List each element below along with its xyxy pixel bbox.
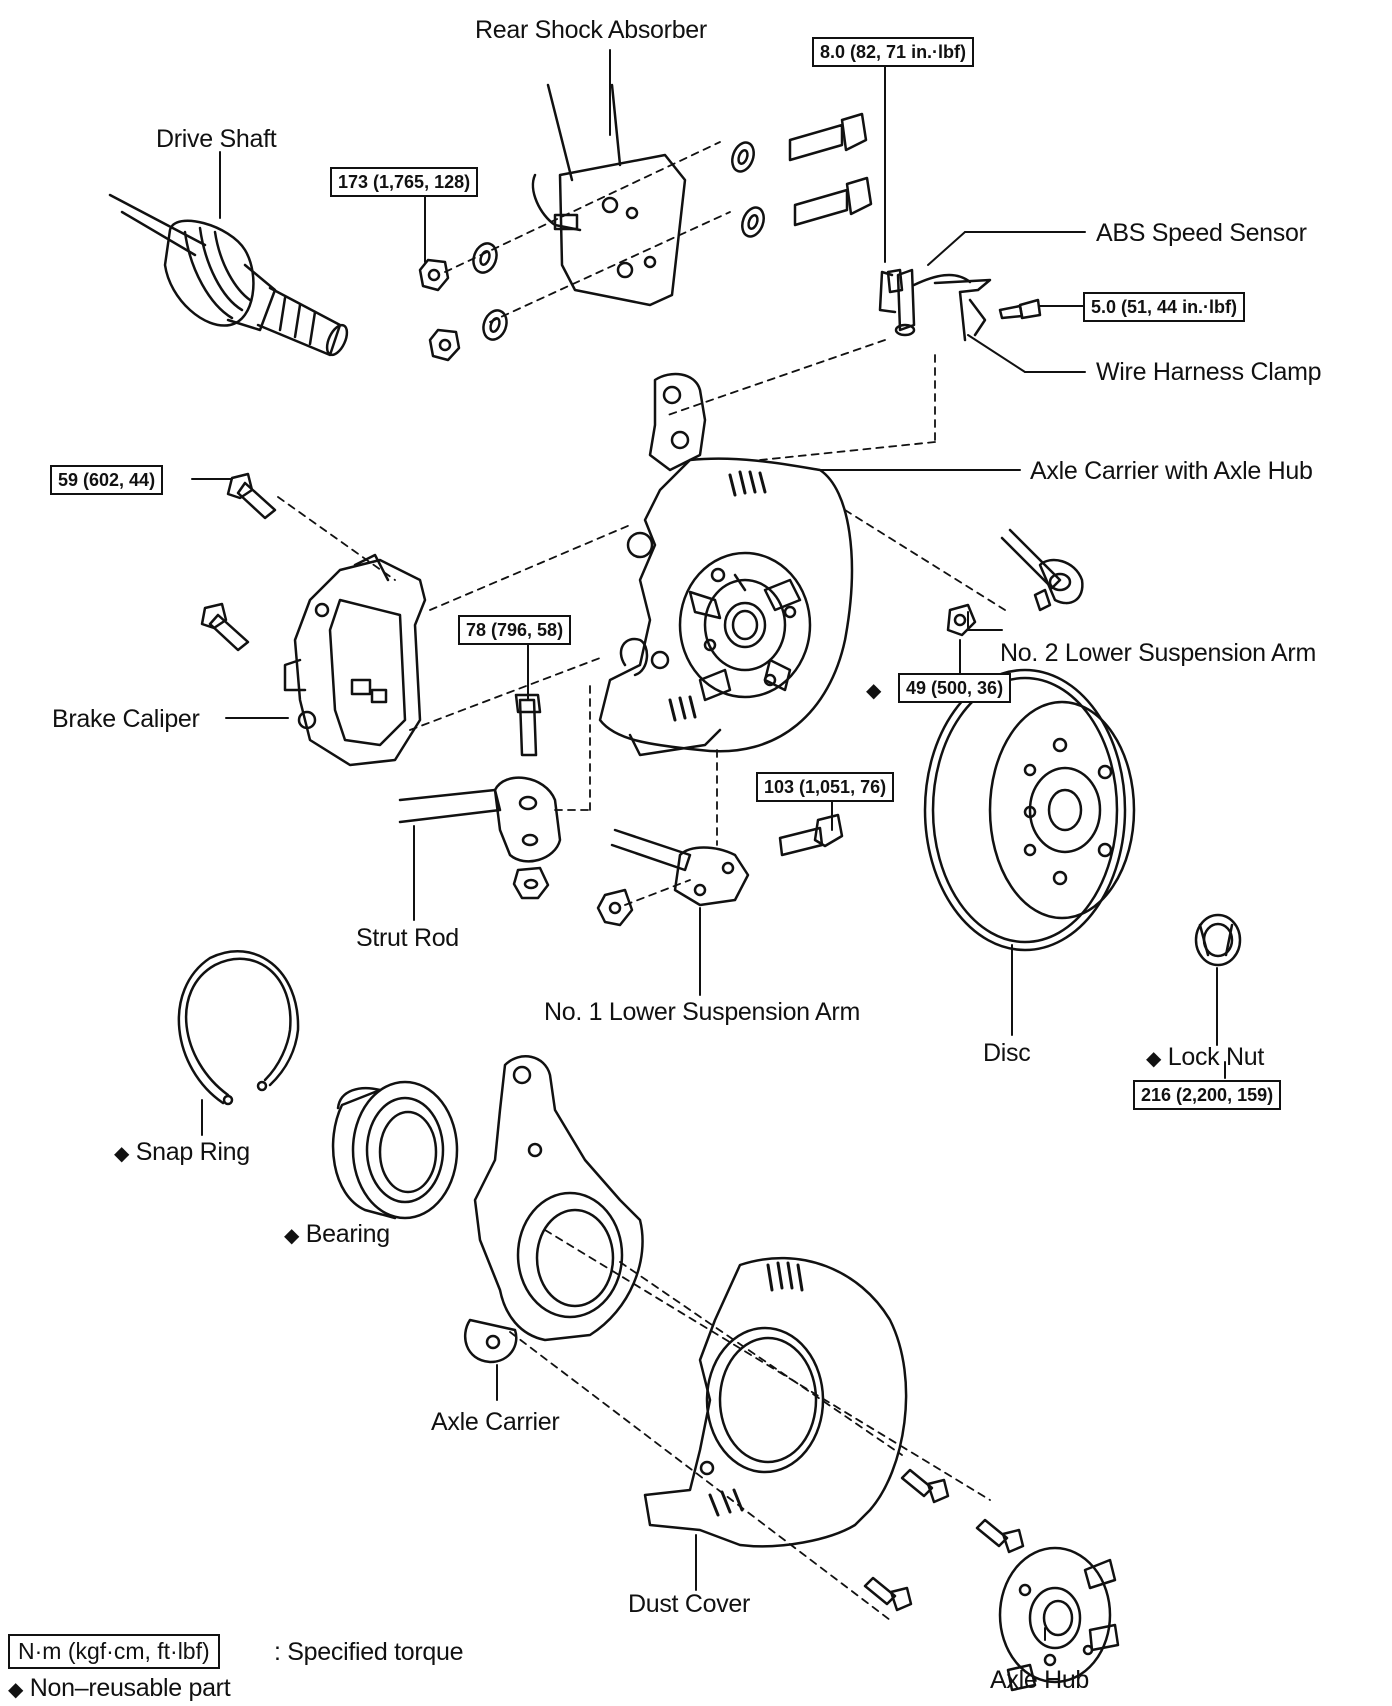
disc-illustration [923,668,1136,952]
no2-lower-suspension-arm-illustration [946,528,1084,637]
non-reusable-diamond-icon: ◆ [284,1225,300,1247]
torque-box-caliper-bolt: 59 (602, 44) [50,465,164,495]
caliper-bolts [200,472,277,652]
snap-ring-illustration [177,950,300,1106]
dust-cover-illustration [643,1256,908,1548]
non-reusable-diamond-icon: ◆ [1146,1048,1162,1070]
dust-cover-bolts [863,1468,1025,1612]
label-axle-carrier: Axle Carrier [431,1408,560,1436]
label-axle-carrier-with-axle-hub: Axle Carrier with Axle Hub [1030,457,1313,485]
lock-nut-illustration [1194,913,1242,967]
abs-sensor-illustration [878,268,1042,342]
label-no2-lower-suspension-arm: No. 2 Lower Suspension Arm [1000,639,1316,667]
label-brake-caliper: Brake Caliper [52,705,200,733]
bearing-label-group: ◆ Bearing [284,1222,390,1247]
legend-non-reusable-group: ◆ Non–reusable part [8,1674,231,1702]
label-snap-ring: Snap Ring [135,1138,250,1166]
torque-box-sensor-bolt: 8.0 (82, 71 in.·lbf) [812,37,975,67]
label-rear-shock-absorber: Rear Shock Absorber [475,16,707,44]
torque-box-no1-arm-bolt: 103 (1,051, 76) [756,772,895,802]
drive-shaft-illustration [108,193,349,357]
legend-unit-box: N·m (kgf·cm, ft·lbf) [8,1634,220,1669]
non-reusable-diamond-icon: ◆ [866,680,882,702]
label-wire-harness-clamp: Wire Harness Clamp [1096,358,1322,386]
shock-fasteners [418,112,873,362]
leader-lines [191,49,1226,1641]
torque-box-lock-nut: 216 (2,200, 159) [1133,1080,1282,1110]
axle-carrier-with-hub-illustration [598,372,854,757]
no2-arm-nut-non-reusable: ◆ [866,677,881,702]
label-disc: Disc [983,1039,1031,1067]
no1-lower-suspension-arm-illustration [596,813,844,927]
label-dust-cover: Dust Cover [628,1590,751,1618]
lock-nut-label-group: ◆ Lock Nut [1146,1045,1264,1070]
strut-rod-illustration [398,693,562,900]
label-drive-shaft: Drive Shaft [156,125,277,153]
bearing-illustration [331,1080,459,1220]
label-strut-rod: Strut Rod [356,924,459,952]
legend-specified-torque: : Specified torque [274,1638,464,1666]
axle-carrier-illustration [463,1055,644,1364]
label-axle-hub: Axle Hub [990,1666,1090,1694]
torque-box-shock-nut: 173 (1,765, 128) [330,167,479,197]
snap-ring-label-group: ◆ Snap Ring [114,1140,250,1165]
legend-non-reusable-part: Non–reusable part [29,1674,231,1702]
dashed-alignment-lines [277,141,1006,1621]
non-reusable-diamond-icon: ◆ [8,1679,24,1701]
label-abs-speed-sensor: ABS Speed Sensor [1096,219,1307,247]
torque-box-no2-arm-nut: 49 (500, 36) [898,673,1012,703]
brake-caliper-illustration [283,553,427,767]
rear-shock-absorber-illustration [531,83,687,307]
non-reusable-diamond-icon: ◆ [114,1143,130,1165]
label-lock-nut: Lock Nut [1167,1043,1265,1071]
torque-box-clamp-bolt: 5.0 (51, 44 in.·lbf) [1083,292,1246,322]
label-bearing: Bearing [305,1220,390,1248]
axle-hub-illustration [998,1546,1120,1692]
label-no1-lower-suspension-arm: No. 1 Lower Suspension Arm [544,998,860,1026]
torque-box-strut-rod-bolt: 78 (796, 58) [458,615,572,645]
